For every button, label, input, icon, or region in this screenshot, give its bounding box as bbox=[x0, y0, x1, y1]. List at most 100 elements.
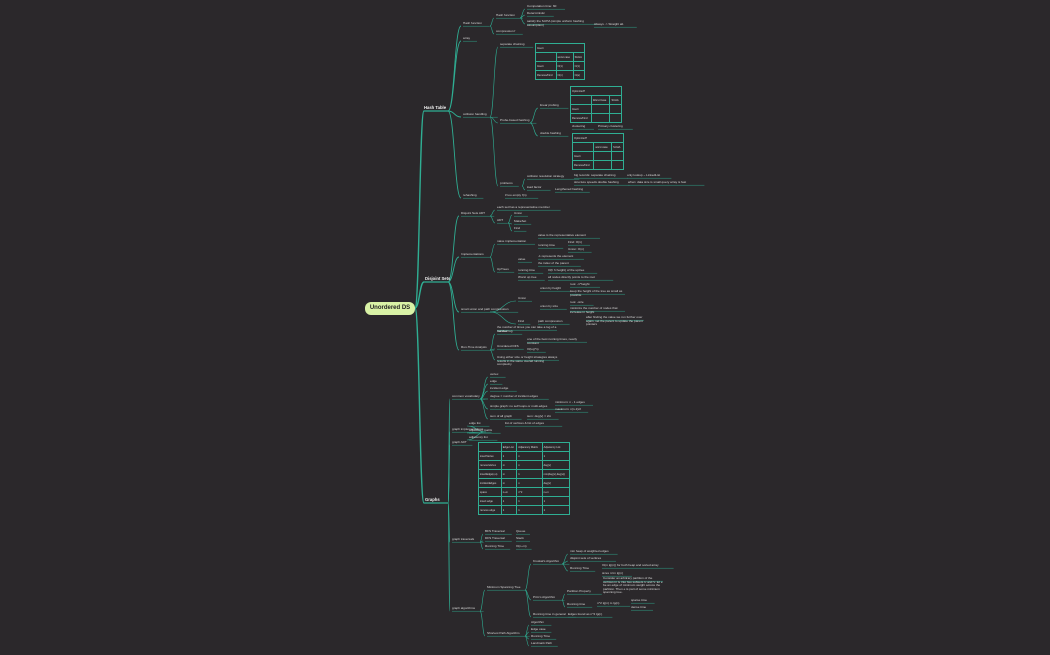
node-rehashing[interactable]: rehashing bbox=[463, 193, 477, 197]
node-running-time[interactable]: running time bbox=[538, 243, 556, 247]
node-rt-find[interactable]: Find: O(1) bbox=[568, 240, 582, 244]
node-prim-partition[interactable]: Partition Property bbox=[567, 589, 591, 593]
node-vocab-degree[interactable]: degree = number of incident edges bbox=[490, 394, 538, 398]
node-vocab-simple[interactable]: simple graph: no self loops or multi-edg… bbox=[490, 404, 548, 408]
node-rehash-note[interactable]: if too empty f(n) bbox=[505, 193, 527, 197]
node-adj-list[interactable]: adjacency list bbox=[469, 435, 488, 439]
node-cwt[interactable]: collision resolution strategy bbox=[527, 174, 565, 178]
node-uptrees[interactable]: UpTrees bbox=[497, 267, 509, 271]
node-union-size2[interactable]: minimize the number of nodes that increa… bbox=[570, 306, 618, 314]
node-sp[interactable]: Shortest Path Algorithm bbox=[487, 631, 520, 635]
node-path-comp-note[interactable]: after finding the value we run further o… bbox=[586, 315, 643, 327]
node-adt-find[interactable]: Find bbox=[514, 226, 521, 230]
node-prim-sparse[interactable]: sparse time bbox=[631, 598, 647, 602]
node-smart-union-note[interactable]: Using either size or height strategies a… bbox=[497, 355, 558, 367]
node-kruskal1[interactable]: min heap of weighted edges bbox=[570, 549, 609, 553]
node-union-size[interactable]: union by size bbox=[540, 304, 559, 308]
node-prim-partition-note[interactable]: Consider an arbitrary partition of the v… bbox=[603, 576, 663, 595]
node-hf-c2[interactable]: Deterministic bbox=[527, 11, 545, 15]
node-kruskal2[interactable]: disjoint sets of vertices bbox=[570, 556, 602, 560]
node-graph-algo[interactable]: graph algorithms bbox=[452, 606, 476, 610]
node-kruskal3a[interactable]: O(m lg(n)) for both heap and sorted arra… bbox=[602, 563, 659, 567]
node-union-find-note[interactable]: one of the best running times, nearly co… bbox=[527, 337, 578, 345]
node-bfs-val[interactable]: Queue bbox=[516, 529, 526, 533]
node-graph-impl[interactable]: graph implementations bbox=[452, 427, 484, 431]
node-vocab-max[interactable]: maximum: n(n-1)/2 bbox=[555, 407, 581, 411]
node-bad-impl[interactable]: structure speeds double hashing bbox=[574, 180, 619, 184]
node-union-find[interactable]: Unordered DFS bbox=[497, 344, 519, 348]
node-array[interactable]: array bbox=[463, 36, 471, 40]
node-big-records[interactable]: big records: separate chaining bbox=[574, 173, 616, 177]
branch-disjoint-sets[interactable]: Disjoint Sets bbox=[425, 276, 451, 281]
node-union-height1[interactable]: root: -1*height bbox=[570, 282, 590, 286]
node-naive-impl[interactable]: naive implementation bbox=[497, 239, 527, 243]
node-vocab-sum[interactable]: sum of all graph bbox=[490, 414, 513, 418]
node-adt-note[interactable]: each set has a representative member bbox=[497, 205, 550, 209]
node-ds-smart[interactable]: smart union and path compression bbox=[461, 307, 509, 311]
node-find[interactable]: Find bbox=[518, 319, 525, 323]
node-probe-hashing[interactable]: Probe-based hashing bbox=[500, 118, 530, 122]
node-mst-rt-val[interactable]: Edges found as n^2 lg(n) bbox=[568, 612, 603, 616]
node-mst[interactable]: Minimum Spanning Tree bbox=[487, 585, 521, 589]
node-hf-c4[interactable]: Always -> Straight alt. bbox=[594, 22, 625, 26]
node-ds-runtime[interactable]: Run-Time Analysis bbox=[461, 345, 487, 349]
node-uptrees-v2[interactable]: the index of the parent bbox=[538, 261, 569, 265]
node-mst-rt[interactable]: Running time in general bbox=[533, 612, 566, 616]
node-load-factor[interactable]: load factor bbox=[527, 185, 542, 189]
node-uptrees-worst[interactable]: Worst up tree bbox=[518, 275, 537, 279]
node-vocab-incident[interactable]: incident edge bbox=[490, 386, 509, 390]
node-primary-clustering[interactable]: Primary clustering bbox=[598, 124, 623, 128]
node-uptrees-rt1[interactable]: O(h h height) of the uptree bbox=[548, 268, 585, 272]
node-vocab-vertex[interactable]: vertex bbox=[490, 372, 499, 376]
node-hf-c3[interactable]: satisfy the SUHA (simple uniform hashing… bbox=[527, 19, 584, 27]
node-union-find-rt[interactable]: O(log*n) bbox=[527, 347, 539, 351]
node-naive-note[interactable]: value is the representative element bbox=[538, 233, 586, 237]
node-prim-rt-val[interactable]: n^2 lg(n) m lg(n) bbox=[597, 601, 620, 605]
node-adt-union[interactable]: Union bbox=[514, 211, 523, 215]
node-adt[interactable]: ADT bbox=[497, 218, 504, 222]
node-hash-function[interactable]: Hash function bbox=[463, 21, 482, 25]
node-graph-traversal[interactable]: graph traversals bbox=[452, 537, 475, 541]
node-kruskal[interactable]: Kruskal's Algorithm bbox=[533, 559, 560, 563]
node-clustering[interactable]: clustering bbox=[572, 124, 586, 128]
node-adj-matrix[interactable]: adjacency matrix bbox=[469, 428, 493, 432]
node-prim-dense[interactable]: dense time bbox=[631, 605, 647, 609]
node-prim[interactable]: Prim's Algorithm bbox=[533, 595, 556, 599]
node-only-lookup[interactable]: only lookup ~ LinkedList bbox=[627, 173, 661, 177]
root-node[interactable]: Unordered DS bbox=[365, 302, 415, 315]
node-uptrees-value[interactable]: value bbox=[518, 257, 526, 261]
node-double-hashing[interactable]: double hashing bbox=[540, 131, 561, 135]
node-graph-adt[interactable]: graph ADT bbox=[452, 440, 467, 444]
node-adt-make[interactable]: MakeSet bbox=[514, 219, 527, 223]
node-union-height2[interactable]: keep the height of the tree as small as … bbox=[570, 289, 623, 297]
node-hf-c1[interactable]: Computation time: 60 bbox=[527, 4, 557, 8]
node-vocab[interactable]: common vocabulary bbox=[452, 394, 480, 398]
node-uptrees-rt[interactable]: running time bbox=[518, 268, 536, 272]
node-union-size1[interactable]: root: -size bbox=[570, 300, 584, 304]
node-trav-rt[interactable]: Running Time bbox=[485, 544, 505, 548]
node-when-data-small[interactable]: when: data size is small query array is … bbox=[628, 180, 687, 184]
node-hf-compression[interactable]: compression f bbox=[496, 29, 516, 33]
node-problems[interactable]: problems bbox=[500, 181, 513, 185]
node-sp2[interactable]: Edge case bbox=[531, 627, 546, 631]
node-vocab-edge[interactable]: edge bbox=[490, 379, 497, 383]
node-path-comp[interactable]: path compression bbox=[538, 319, 563, 323]
branch-graphs[interactable]: Graphs bbox=[425, 497, 440, 502]
node-ds-impl[interactable]: Implementations bbox=[461, 252, 484, 256]
branch-hash-table[interactable]: Hash Table bbox=[424, 105, 447, 110]
node-collision-handling[interactable]: collision handling bbox=[463, 112, 487, 116]
node-union-height[interactable]: union by height bbox=[540, 286, 561, 290]
node-kruskal3[interactable]: Running Time bbox=[570, 566, 590, 570]
node-ds-adt[interactable]: Disjoint Sets ADT bbox=[461, 211, 486, 215]
node-iterated-log-note[interactable]: the number of times you can take a log o… bbox=[497, 325, 557, 333]
node-vocab-min[interactable]: minimum: n - 1 edges bbox=[555, 400, 585, 404]
node-edge-list[interactable]: edge list bbox=[469, 421, 481, 425]
node-prim-rt[interactable]: Running time bbox=[567, 602, 586, 606]
node-bfs[interactable]: BFS Traversal bbox=[485, 529, 505, 533]
node-rt-union[interactable]: Union: O(n) bbox=[568, 247, 584, 251]
node-dfs[interactable]: DFS Traversal bbox=[485, 536, 505, 540]
node-sp3[interactable]: Running Time bbox=[531, 634, 551, 638]
node-edge-list-note[interactable]: list of vertices & list of edges bbox=[505, 421, 545, 425]
node-resize-note[interactable]: Lengthened hashing bbox=[555, 187, 584, 191]
node-separate-chaining[interactable]: separate chaining bbox=[500, 42, 525, 46]
